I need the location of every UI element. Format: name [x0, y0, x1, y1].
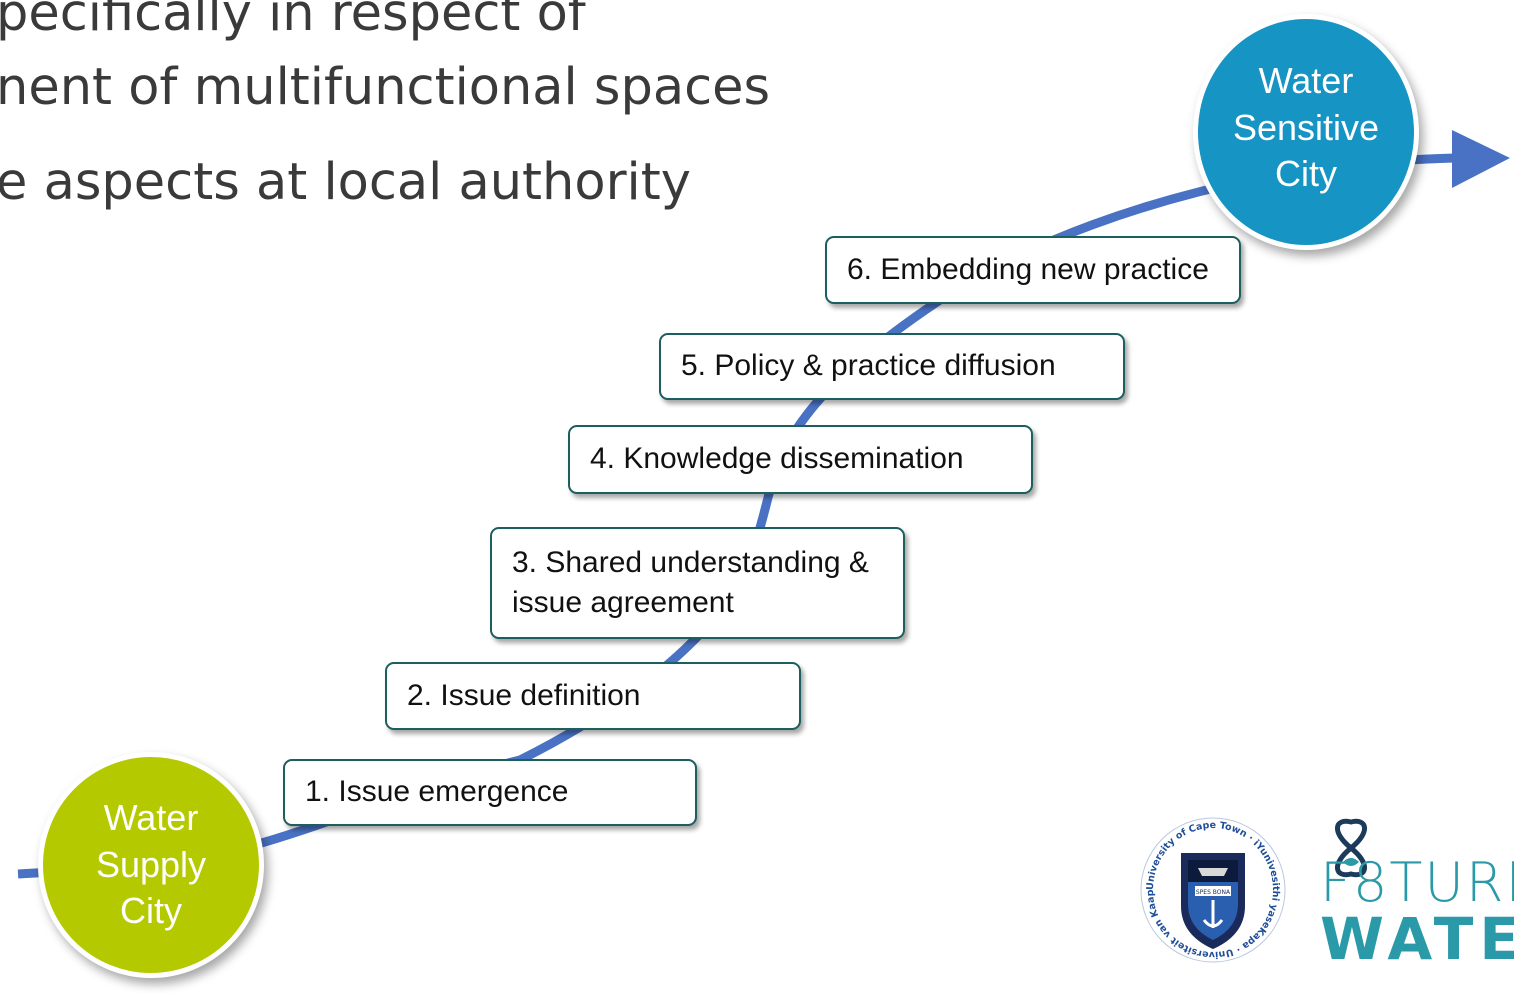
slide-text-line-3: e aspects at local authority: [0, 153, 691, 212]
step-1-label: 1. Issue emergence: [305, 775, 569, 809]
step-4-label: 4. Knowledge dissemination: [590, 442, 964, 476]
future-water-line-2: WATER: [1320, 905, 1514, 973]
step-4-box: 4. Knowledge dissemination: [568, 425, 1033, 494]
water-sensitive-city-circle: Water Sensitive City: [1193, 14, 1419, 250]
arrowhead-icon: [1452, 130, 1510, 188]
step-1-box: 1. Issue emergence: [283, 759, 697, 826]
future-water-line-1: F8TURE: [1320, 851, 1514, 914]
end-circle-line-1: Water: [1258, 59, 1354, 101]
logo-group: University of Cape Town · iYunivesithi y…: [1138, 810, 1514, 974]
end-circle-line-3: City: [1274, 153, 1337, 195]
future-water-infinity-icon: [1335, 818, 1367, 878]
step-2-box: 2. Issue definition: [385, 662, 801, 730]
start-circle-line-3: City: [119, 890, 182, 932]
uct-seal-logo: University of Cape Town · iYunivesithi y…: [1138, 810, 1286, 963]
step-2-label: 2. Issue definition: [407, 678, 641, 712]
uct-motto: SPES BONA: [1196, 889, 1231, 896]
slide-text-line-1: pecifically in respect of: [0, 0, 586, 43]
step-3-label: 3. Shared understanding & issue agreemen…: [512, 545, 869, 620]
step-5-label: 5. Policy & practice diffusion: [681, 349, 1056, 383]
start-circle-line-1: Water: [103, 796, 199, 838]
start-circle-line-2: Supply: [95, 843, 207, 885]
step-6-box: 6. Embedding new practice: [825, 236, 1241, 304]
step-5-box: 5. Policy & practice diffusion: [659, 333, 1125, 400]
slide-text-line-2: nent of multifunctional spaces: [0, 58, 771, 117]
step-3-box: 3. Shared understanding & issue agreemen…: [490, 527, 905, 639]
water-supply-city-circle: Water Supply City: [38, 752, 264, 978]
step-6-label: 6. Embedding new practice: [847, 252, 1209, 286]
end-circle-line-2: Sensitive: [1232, 106, 1380, 148]
